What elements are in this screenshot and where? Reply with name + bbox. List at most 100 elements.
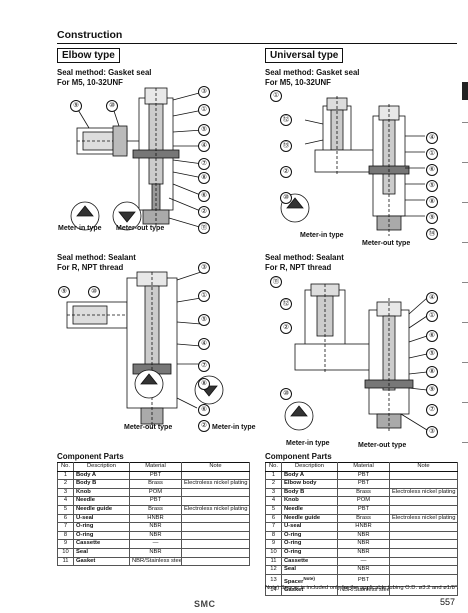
active-index-tab <box>462 82 468 100</box>
part-note <box>389 547 458 558</box>
callout-ub-7: ⑦ <box>426 404 438 416</box>
col-description: Description <box>73 462 130 472</box>
elbow-bottom-meter-out-caption: Meter-out type <box>124 424 173 431</box>
col-material: Material <box>337 462 390 472</box>
col-description: Description <box>281 462 338 472</box>
part-description: Cassette <box>73 539 130 549</box>
callout-ub-3: ③ <box>426 426 438 438</box>
part-material: HNBR <box>129 513 182 524</box>
part-note <box>181 530 250 541</box>
part-material: Brass <box>129 504 182 515</box>
part-no: 9 <box>57 539 74 549</box>
part-no: 11 <box>265 556 282 567</box>
callout-8: ⑧ <box>198 172 210 184</box>
callout-u-4: ④ <box>426 132 438 144</box>
part-no: 7 <box>265 522 282 532</box>
part-description: O-ring <box>73 522 130 532</box>
part-note <box>181 556 250 567</box>
part-no: 12 <box>265 565 282 575</box>
callout-ub-1: ① <box>426 310 438 322</box>
elbow-top-meter-out-caption: Meter-out type <box>116 225 165 232</box>
elbow-top-meter-in-caption: Meter-in type <box>58 225 102 232</box>
part-material: NBR <box>337 530 390 541</box>
callout-ub-2: ② <box>280 322 292 334</box>
part-material: NBR <box>129 522 182 532</box>
part-material: Brass <box>337 487 390 498</box>
callout-u-6: ⑥ <box>426 164 438 176</box>
part-material: PBT <box>129 470 182 481</box>
part-no: 2 <box>57 479 74 489</box>
elbow-for-r-npt: For R, NPT thread <box>57 263 124 272</box>
part-note <box>389 573 458 588</box>
part-note <box>389 479 458 489</box>
spacer-note: Note) Spacer is included only for the ap… <box>265 585 459 591</box>
callout-u-1: ① <box>270 90 282 102</box>
part-no: 6 <box>57 513 74 524</box>
part-note <box>181 522 250 532</box>
callout-b-2: ② <box>198 420 210 432</box>
part-description: Needle guide <box>281 513 338 524</box>
part-no: 8 <box>57 530 74 541</box>
universal-gasket-diagram <box>280 96 425 236</box>
callout-6: ⑥ <box>198 190 210 202</box>
part-description: Body B <box>73 479 130 489</box>
callout-ub-10: ⑩ <box>280 388 292 400</box>
part-note <box>181 487 250 498</box>
universal-bottom-meter-in-caption: Meter-in type <box>286 440 330 447</box>
callout-ub-9: ⑨ <box>426 384 438 396</box>
part-no: 5 <box>57 504 74 515</box>
part-material: NBR <box>337 539 390 549</box>
universal-seal-gasket: Seal method: Gasket seal <box>265 68 360 77</box>
part-description: Needle <box>73 496 130 506</box>
callout-5: ⑤ <box>198 124 210 136</box>
callout-3: ③ <box>198 86 210 98</box>
part-no: 5 <box>265 504 282 515</box>
part-material: — <box>337 556 390 567</box>
part-note: Electroless nickel plating <box>389 487 458 498</box>
part-no: 1 <box>265 470 282 481</box>
part-description: O-ring <box>281 539 338 549</box>
part-note <box>181 470 250 481</box>
callout-u-2: ② <box>280 166 292 178</box>
callout-9: ⑨ <box>70 100 82 112</box>
part-no: 4 <box>265 496 282 506</box>
header-rule <box>57 43 457 45</box>
universal-bottom-meter-out-caption: Meter-out type <box>358 442 407 449</box>
part-description: Knob <box>73 487 130 498</box>
part-no: 1 <box>57 470 74 481</box>
part-note: Electroless nickel plating <box>181 504 250 515</box>
universal-for-r-npt: For R, NPT thread <box>265 263 332 272</box>
part-note <box>389 504 458 515</box>
index-tab-strip <box>462 82 468 602</box>
part-note <box>181 496 250 506</box>
part-material: PBT <box>337 470 390 481</box>
part-material: Brass <box>337 513 390 524</box>
universal-top-meter-out-caption: Meter-out type <box>362 240 411 247</box>
part-material: PBT <box>337 573 390 588</box>
part-no: 10 <box>57 547 74 558</box>
col-material: Material <box>129 462 182 472</box>
part-description: O-ring <box>73 530 130 541</box>
elbow-type-heading: Elbow type <box>57 48 120 63</box>
callout-ub-4: ④ <box>426 292 438 304</box>
part-description: O-ring <box>281 530 338 541</box>
callout-ub-6: ⑥ <box>426 330 438 342</box>
callout-b-3: ③ <box>198 262 210 274</box>
part-no: 7 <box>57 522 74 532</box>
part-material: Brass <box>129 479 182 489</box>
elbow-seal-sealant: Seal method: Sealant <box>57 253 136 262</box>
